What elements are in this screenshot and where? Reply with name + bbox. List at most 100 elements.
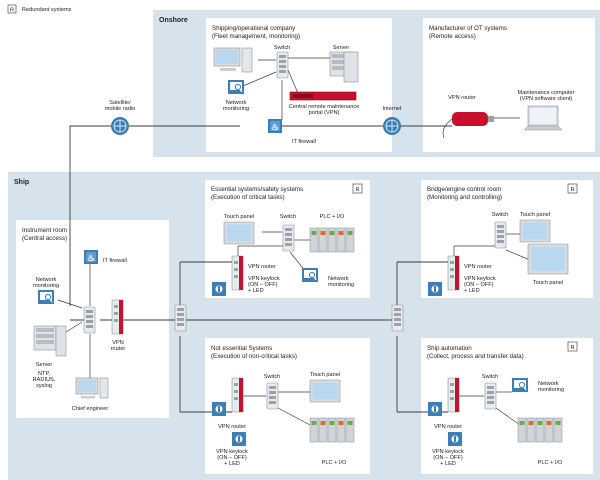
br-touch-panel-icon [519, 219, 551, 243]
ne-keylock-label3: + LED [224, 461, 240, 467]
au-keylock-icon-2 [448, 432, 462, 446]
au-plc-icon [517, 417, 563, 443]
bridge-subtitle: (Monitoring and controlling) [427, 194, 502, 201]
ess-touch-label: Touch panel [224, 214, 254, 220]
backbone-switch-right-icon [391, 304, 404, 332]
shipping-monitoring-label1: Network [226, 100, 247, 106]
ne-keylock-label2: (ON – OFF) [217, 455, 247, 461]
inst-chief-label: Chief engineer [72, 406, 109, 412]
inst-server-icon [33, 325, 57, 351]
ess-monitoring-icon [301, 267, 319, 283]
au-keylock-label1: VPN keylock [432, 449, 464, 455]
au-keylock-label2: (ON – OFF) [433, 455, 463, 461]
inst-ntp-label2: RADIUS, [33, 377, 56, 383]
ne-touch-panel-icon [309, 379, 341, 403]
internet-globe-icon [382, 116, 402, 136]
maintenance-laptop-icon [523, 105, 563, 131]
satellite-label2: mobile radio [105, 106, 135, 112]
mfr-vpn-router-label: VPN router [448, 95, 476, 101]
essential-subtitle: (Execution of critical tasks) [211, 194, 285, 201]
bridge-title: Bridge/engine control room [427, 186, 501, 193]
inst-switch-icon [83, 306, 96, 334]
ne-plc-icon [309, 417, 355, 443]
ship-zone-label: Ship [14, 179, 29, 186]
shipping-switch-label: Switch [274, 45, 290, 51]
nonessential-title: Not essential Systems [211, 345, 272, 352]
portal-label1: Central remote maintenance [289, 104, 360, 110]
shipping-title: Shipping/operational company [212, 25, 296, 32]
ess-keylock-label3: + LED [248, 288, 264, 294]
ne-vpn-router-icon [231, 377, 244, 413]
inst-ntp-label3: syslog [36, 383, 52, 389]
ess-monitoring-label2: monitoring [328, 282, 354, 288]
essential-badge-text: R [355, 187, 359, 193]
ne-plc-label: PLC + I/O [322, 460, 347, 466]
au-plc-label: PLC + I/O [538, 460, 563, 466]
ess-keylock-icon [212, 282, 226, 296]
internet-label: Internet [383, 106, 402, 112]
ess-plc-icon [309, 227, 355, 253]
manufacturer-title: Manufacturer of OT systems [429, 25, 507, 32]
au-vpn-router-icon [447, 377, 460, 413]
nonessential-subtitle: (Execution of non-critical tasks) [211, 353, 297, 360]
shipping-monitoring-icon [227, 79, 245, 95]
br-vpn-router-icon [447, 255, 460, 291]
essential-title: Essential systems/safety systems [211, 186, 303, 193]
ess-vpn-label: VPN router [248, 264, 276, 270]
automation-badge [567, 341, 578, 352]
br-touch-label2: Touch panel [533, 280, 563, 286]
satellite-globe-icon [110, 116, 130, 136]
br-keylock-label2: (ON – OFF) [464, 282, 494, 288]
ess-switch-icon [282, 224, 295, 252]
portal-appliance-icon [289, 91, 357, 101]
shipping-pc-icon [213, 47, 253, 73]
ne-switch-icon [266, 382, 279, 410]
automation-title: Ship automation [427, 345, 472, 352]
au-switch-icon [484, 382, 497, 410]
ess-touch-panel-icon [223, 221, 255, 245]
ess-monitoring-label1: Network [328, 276, 349, 282]
inst-monitoring-icon [37, 289, 55, 305]
ne-switch-label: Switch [264, 374, 280, 380]
automation-badge-text: R [570, 345, 574, 351]
au-keylock-icon [428, 402, 442, 416]
maintenance-label1: Maintenance computer [518, 90, 575, 96]
br-keylock-label3: + LED [464, 288, 480, 294]
ess-plc-label: PLC + I/O [320, 214, 345, 220]
maintenance-label2: (VPN software client) [520, 96, 573, 102]
ne-keylock-label1: VPN keylock [216, 449, 248, 455]
bridge-badge [567, 183, 578, 194]
onshore-firewall-label: IT firewall [292, 139, 316, 145]
ne-keylock-icon [212, 402, 226, 416]
ne-touch-label: Touch panel [310, 372, 340, 378]
inst-chief-pc-icon [75, 377, 109, 399]
au-monitoring-icon [511, 377, 529, 393]
usb-vpn-router-icon [442, 112, 494, 139]
shipping-monitoring-label2: monitoring [223, 106, 249, 112]
legend-label: Redundant systems [22, 7, 72, 13]
shipping-server-rack-icon [343, 51, 359, 83]
instrument-title: Instrument room [22, 227, 67, 234]
inst-vpn-label1: VPN [112, 340, 124, 346]
au-monitoring-label1: Network [538, 381, 559, 387]
inst-vpn-router-icon [111, 299, 124, 335]
inst-firewall-icon [84, 250, 98, 264]
au-vpn-label: VPN router [434, 424, 462, 430]
ess-vpn-router-icon [231, 255, 244, 291]
inst-ntp-label1: NTP, [38, 371, 50, 377]
au-keylock-label3: + LED [440, 461, 456, 467]
au-switch-label: Switch [482, 374, 498, 380]
ess-switch-label: Switch [280, 214, 296, 220]
legend-badge-text: R [10, 7, 14, 13]
inst-firewall-label: IT firewall [103, 258, 127, 264]
legend-badge [7, 4, 17, 14]
inst-server-rack-icon [55, 325, 67, 357]
ne-keylock-icon-2 [232, 432, 246, 446]
ess-keylock-label1: VPN keylock [248, 276, 280, 282]
br-touch-panel-large-icon [527, 243, 569, 275]
br-touch-label1: Touch panel [520, 212, 550, 218]
shipping-server-label: Server [333, 45, 350, 51]
au-monitoring-label2: monitoring [538, 387, 564, 393]
ess-keylock-label2: (ON – OFF) [248, 282, 278, 288]
